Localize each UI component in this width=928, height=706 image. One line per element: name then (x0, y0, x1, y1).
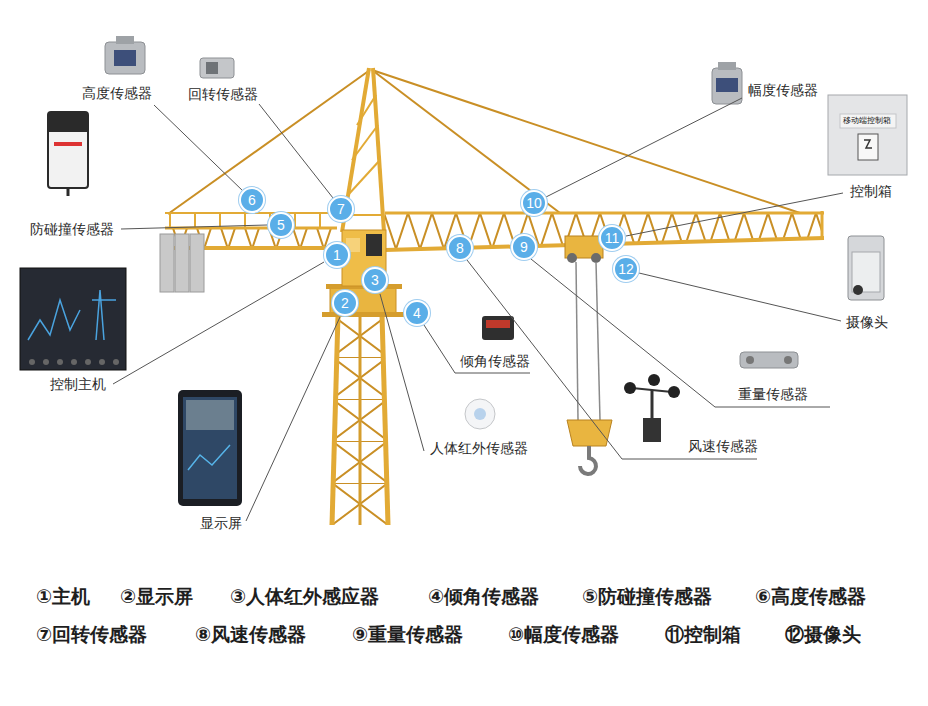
legend-item: ②显示屏 (120, 586, 193, 608)
callout-circle: 9 (511, 234, 537, 260)
part-label: 摄像头 (846, 314, 888, 330)
callout-number: 12 (618, 262, 634, 276)
mast (332, 315, 388, 525)
callout-number: 4 (413, 306, 421, 320)
legend-item: ④倾角传感器 (428, 586, 539, 608)
anti-collision-sensor-picture (48, 112, 88, 196)
slewing-section (322, 230, 406, 317)
part-label: 幅度传感器 (748, 82, 818, 98)
callout-circle: 1 (324, 242, 350, 268)
control-box-picture (828, 95, 907, 175)
legend-item: ⑪控制箱 (665, 624, 741, 646)
height-sensor-picture (105, 36, 145, 74)
callout-number: 11 (605, 231, 620, 245)
counterweight (160, 234, 204, 292)
callout-circle: 5 (268, 212, 294, 238)
legend-item: ③人体红外感应器 (230, 586, 379, 608)
callout-number: 8 (456, 241, 464, 255)
leader-line (113, 98, 843, 521)
tilt-sensor-picture (482, 316, 514, 340)
device-text: 移动端控制箱 (843, 116, 891, 125)
tie-rope (168, 70, 800, 214)
callout-circle: 8 (447, 235, 473, 261)
callout-number: 3 (371, 273, 379, 287)
part-label: 人体红外传感器 (430, 440, 528, 456)
callout-number: 10 (526, 196, 542, 210)
callout-circle: 10 (521, 190, 547, 216)
callout-number: 1 (333, 248, 341, 262)
callout-circle: 4 (404, 300, 430, 326)
legend-item: ⑩幅度传感器 (508, 624, 619, 646)
part-label: 防碰撞传感器 (30, 221, 114, 237)
pir-sensor-picture (465, 399, 495, 429)
anemometer-picture (624, 374, 680, 442)
legend-item: ①主机 (36, 586, 90, 608)
control-host-picture (20, 268, 126, 370)
weight-sensor-picture (740, 352, 798, 368)
legend-item: ⑥高度传感器 (755, 586, 866, 608)
callout-circle: 6 (239, 187, 265, 213)
callout-number: 5 (277, 218, 285, 232)
callout-circle: 2 (332, 290, 358, 316)
callout-circle: 3 (362, 267, 388, 293)
legend-item: ⑨重量传感器 (352, 624, 463, 646)
part-label: 回转传感器 (188, 86, 258, 102)
part-label: 控制主机 (50, 376, 106, 392)
callout-number: 9 (520, 240, 528, 254)
trolley-hook (565, 236, 612, 474)
slewing-sensor-picture (200, 58, 234, 78)
callout-circle: 11 (599, 225, 625, 251)
legend-item: ⑧风速传感器 (195, 624, 306, 646)
callout-number: 6 (248, 193, 256, 207)
part-label: 倾角传感器 (460, 353, 530, 369)
legend-item: ⑤防碰撞传感器 (582, 586, 712, 608)
part-label: 重量传感器 (738, 386, 808, 402)
legend-item: ⑦回转传感器 (36, 624, 147, 646)
camera-picture (848, 236, 884, 300)
part-label: 风速传感器 (688, 438, 758, 454)
part-label: 显示屏 (200, 515, 242, 531)
part-label: 控制箱 (850, 183, 892, 199)
callout-number: 2 (341, 296, 349, 310)
callout-number: 7 (337, 202, 345, 216)
display-picture (178, 390, 242, 506)
part-label: 高度传感器 (82, 85, 152, 101)
amplitude-sensor-picture (712, 62, 742, 104)
legend-item: ⑫摄像头 (785, 624, 861, 646)
callout-circle: 7 (328, 196, 354, 222)
callout-circle: 12 (613, 256, 639, 282)
